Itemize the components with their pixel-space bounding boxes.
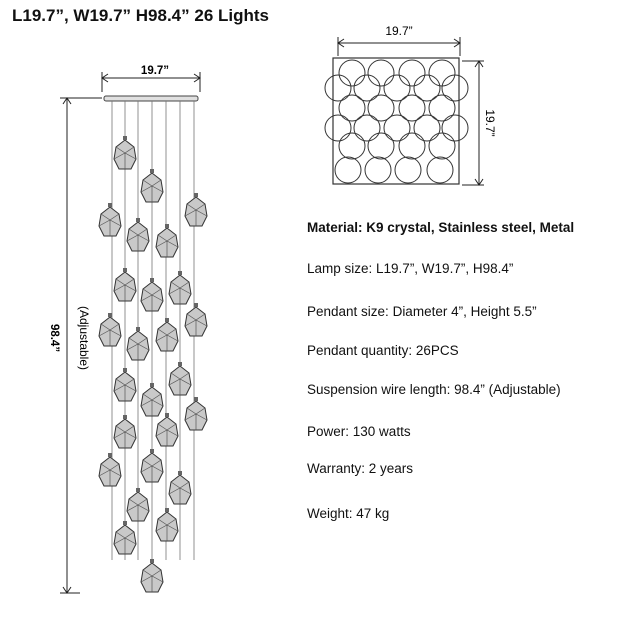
spec-row: Material: K9 crystal, Stainless steel, M… bbox=[307, 220, 574, 235]
spec-label: Pendant size: bbox=[307, 304, 389, 319]
ceiling-canopy bbox=[103, 95, 199, 102]
spec-label: Pendant quantity: bbox=[307, 343, 413, 358]
spec-row: Warranty: 2 years bbox=[307, 461, 413, 476]
crystal-pendant bbox=[155, 508, 179, 542]
spec-value: K9 crystal, Stainless steel, Metal bbox=[362, 220, 575, 235]
spec-value: L19.7”, W19.7”, H98.4” bbox=[372, 261, 514, 276]
side-height-label: 98.4” bbox=[48, 324, 60, 352]
spec-row: Suspension wire length: 98.4” (Adjustabl… bbox=[307, 382, 561, 397]
side-width-label: 19.7” bbox=[141, 65, 169, 77]
side-height-dimension bbox=[60, 97, 102, 594]
pendant-group bbox=[98, 101, 208, 593]
spec-row: Lamp size: L19.7”, W19.7”, H98.4” bbox=[307, 261, 513, 276]
spec-label: Weight: bbox=[307, 506, 353, 521]
spec-label: Suspension wire length: bbox=[307, 382, 451, 397]
crystal-pendant bbox=[140, 169, 164, 203]
crystal-pendant bbox=[184, 303, 208, 337]
spec-value: 47 kg bbox=[352, 506, 390, 521]
spec-label: Lamp size: bbox=[307, 261, 373, 276]
crystal-pendant bbox=[126, 488, 150, 522]
crystal-pendant bbox=[168, 471, 192, 505]
spec-row: Pendant size: Diameter 4”, Height 5.5” bbox=[307, 304, 537, 319]
side-adjustable-label: (Adjustable) bbox=[77, 306, 91, 370]
crystal-pendant bbox=[140, 559, 164, 593]
crystal-pendant bbox=[98, 453, 122, 487]
spec-row: Power: 130 watts bbox=[307, 424, 411, 439]
crystal-pendant bbox=[155, 224, 179, 258]
spec-value: 26PCS bbox=[412, 343, 459, 358]
crystal-pendant bbox=[113, 521, 137, 555]
crystal-pendant bbox=[113, 415, 137, 449]
spec-label: Material: bbox=[307, 220, 363, 235]
crystal-pendant bbox=[184, 193, 208, 227]
spec-value: 130 watts bbox=[349, 424, 411, 439]
spec-value: Diameter 4”, Height 5.5” bbox=[388, 304, 537, 319]
side-width-dimension bbox=[101, 72, 201, 92]
crystal-pendant bbox=[113, 268, 137, 302]
spec-label: Warranty: bbox=[307, 461, 366, 476]
crystal-pendant bbox=[168, 271, 192, 305]
crystal-pendant bbox=[98, 313, 122, 347]
crystal-pendant bbox=[140, 278, 164, 312]
crystal-pendant bbox=[140, 449, 164, 483]
crystal-pendant bbox=[184, 397, 208, 431]
spec-row: Pendant quantity: 26PCS bbox=[307, 343, 459, 358]
crystal-pendant bbox=[140, 383, 164, 417]
crystal-pendant bbox=[126, 218, 150, 252]
crystal-pendant bbox=[113, 368, 137, 402]
crystal-pendant bbox=[98, 203, 122, 237]
spec-value: 98.4” (Adjustable) bbox=[450, 382, 561, 397]
dimensions-title: L19.7”, W19.7” H98.4” 26 Lights bbox=[12, 6, 269, 25]
crystal-pendant bbox=[168, 362, 192, 396]
spec-label: Power: bbox=[307, 424, 350, 439]
crystal-pendant bbox=[113, 136, 137, 170]
crystal-pendant bbox=[155, 318, 179, 352]
spec-row: Weight: 47 kg bbox=[307, 506, 389, 521]
crystal-pendant bbox=[126, 327, 150, 361]
spec-value: 2 years bbox=[365, 461, 414, 476]
crystal-pendant bbox=[155, 413, 179, 447]
